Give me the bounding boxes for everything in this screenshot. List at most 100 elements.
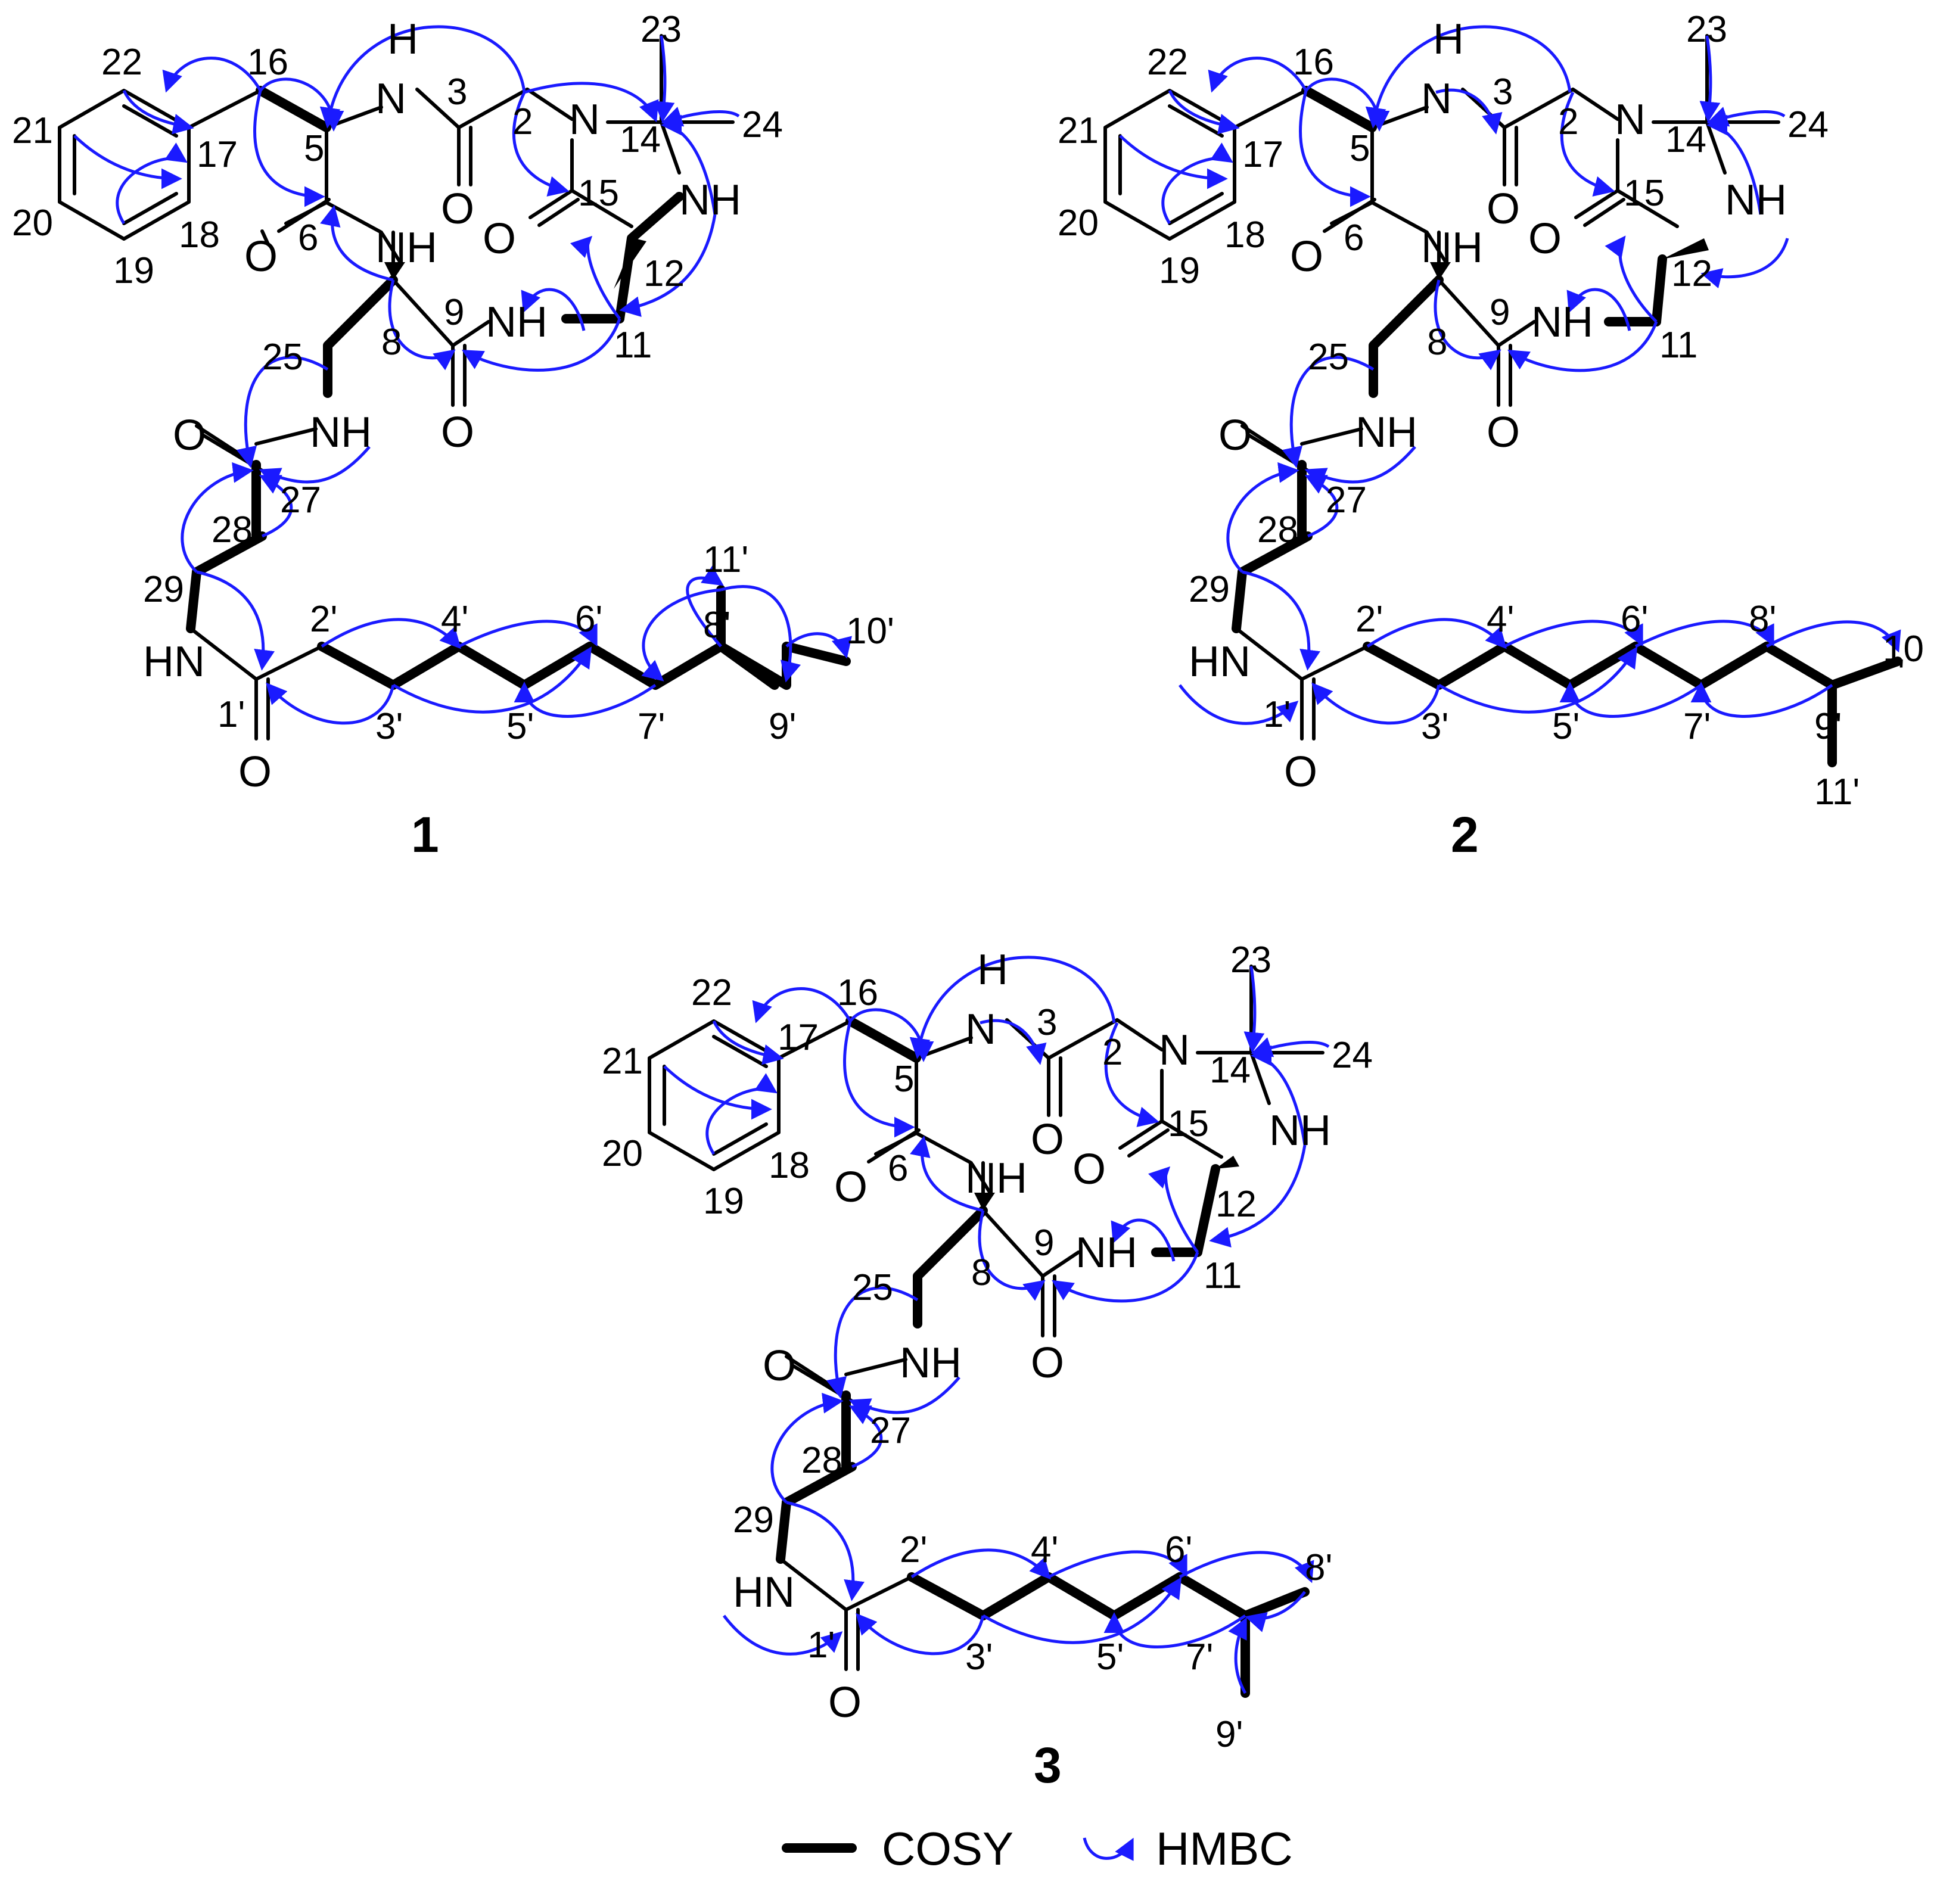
atom-number: 8'	[1305, 1547, 1332, 1588]
n-atom: N	[1615, 96, 1646, 144]
atom-number: 12	[643, 253, 685, 294]
atom-number: '	[1898, 652, 1905, 693]
atom-number: 28	[212, 509, 253, 550]
o-atom: O	[834, 1163, 868, 1211]
atom-number: 6	[888, 1148, 908, 1189]
atom-number: 9	[1034, 1222, 1054, 1264]
atom-number: 1'	[217, 694, 245, 735]
atom-number: 9'	[1215, 1714, 1243, 1755]
atom-number: 5	[894, 1059, 914, 1100]
atom-number: 5'	[506, 706, 534, 747]
atom-number: 9	[444, 292, 464, 333]
atom-number: 9	[1490, 292, 1510, 333]
nh-atom: NH	[375, 224, 437, 272]
atom-number: 19	[1159, 250, 1200, 291]
o-atom: O	[173, 412, 206, 459]
atom-number: 15	[1624, 173, 1665, 214]
hn-atom: HN	[733, 1569, 795, 1616]
atom-number: 20	[602, 1133, 643, 1174]
atom-number: 15	[1168, 1103, 1209, 1144]
o-atom: O	[1487, 185, 1520, 233]
atom-number: 17	[1242, 134, 1283, 175]
nh-atom: NH	[1269, 1107, 1331, 1155]
atom-number: 2	[1102, 1032, 1123, 1073]
atom-number: 2'	[1355, 599, 1383, 640]
atom-number: 21	[1058, 110, 1099, 151]
atom-number: 5	[304, 128, 324, 169]
atom-number: 23	[1686, 9, 1727, 50]
compound-id: 3	[1034, 1737, 1062, 1793]
atom-number: 25	[1308, 337, 1349, 378]
nh-atom: NH	[486, 298, 548, 346]
atom-number: 6'	[1621, 599, 1648, 640]
atom-number: 2'	[310, 599, 337, 640]
o-atom: O	[1290, 233, 1323, 281]
atom-number: 5'	[1552, 706, 1580, 747]
atom-number: 12	[1215, 1184, 1257, 1225]
nh-atom: NH	[900, 1339, 962, 1387]
atom-number: 16	[247, 42, 288, 83]
nh-atom: NH	[1421, 224, 1483, 272]
atom-number: 19	[703, 1181, 744, 1222]
atom-number: 23	[641, 9, 682, 50]
o-atom: O	[441, 185, 474, 233]
atom-number: 4'	[1031, 1529, 1058, 1570]
o-atom: O	[441, 409, 474, 456]
atom-number: 8	[381, 322, 402, 363]
hn-atom: HN	[143, 638, 205, 686]
cosy-legend-label: COSY	[882, 1822, 1013, 1875]
o-atom: O	[244, 233, 278, 281]
atom-number: 6	[298, 217, 318, 259]
atom-number: 27	[280, 480, 321, 521]
n-h-atom: H	[977, 946, 1008, 994]
o-atom: O	[1072, 1146, 1106, 1193]
atom-number: 3	[1037, 1002, 1057, 1043]
n-atom: N	[1159, 1026, 1190, 1074]
atom-number: 9'	[1814, 706, 1842, 747]
atom-number: 9'	[769, 706, 796, 747]
hmbc-legend-arrow-icon	[1083, 1837, 1134, 1861]
atom-number: 11	[614, 325, 652, 366]
atom-number: 8'	[703, 605, 730, 646]
compound-3-structure: H N O N NH O O NH NH O NH O HN O 16 22 2…	[602, 939, 1373, 1793]
atom-number: 7'	[1683, 706, 1711, 747]
compound-id: 1	[411, 807, 439, 863]
atom-number: 22	[1147, 42, 1188, 83]
nh-atom: NH	[1355, 409, 1417, 456]
atom-number: 24	[1332, 1035, 1373, 1076]
atom-number: 27	[1326, 480, 1367, 521]
atom-number: 6'	[575, 599, 602, 640]
atom-number: 8	[971, 1252, 991, 1293]
benzene-ring	[1103, 89, 1236, 241]
o-atom: O	[1031, 1339, 1064, 1387]
atom-number: 12	[1671, 253, 1712, 294]
atom-number: 21	[602, 1041, 643, 1082]
atom-number: 11	[1659, 325, 1697, 366]
o-atom: O	[763, 1342, 796, 1390]
n-atom: N	[569, 96, 600, 144]
atom-number: 3'	[375, 706, 403, 747]
benzene-ring	[58, 89, 191, 241]
nh-atom: NH	[1725, 176, 1787, 224]
o-atom: O	[828, 1679, 862, 1726]
atom-number: 11	[1204, 1255, 1242, 1296]
n-h-atom: H	[387, 15, 418, 63]
compound-1-structure: H N O N NH O O NH NH O NH O HN O 16 22 2…	[12, 9, 894, 863]
atom-number: 24	[1787, 104, 1829, 145]
atom-number: 3'	[1421, 706, 1448, 747]
atom-number: 15	[578, 173, 619, 214]
atom-number: 23	[1230, 939, 1271, 981]
o-atom: O	[1528, 215, 1562, 263]
atom-number: 2'	[900, 1529, 927, 1570]
atom-number: 28	[1257, 509, 1298, 550]
atom-number: 21	[12, 110, 53, 151]
atom-number: 22	[691, 972, 732, 1013]
atom-number: 4'	[1487, 599, 1514, 640]
atom-number: 1'	[1263, 694, 1291, 735]
atom-number: 2	[512, 101, 533, 142]
atom-number: 17	[197, 134, 238, 175]
atom-number: 29	[733, 1499, 774, 1541]
atom-number: 29	[143, 569, 184, 610]
